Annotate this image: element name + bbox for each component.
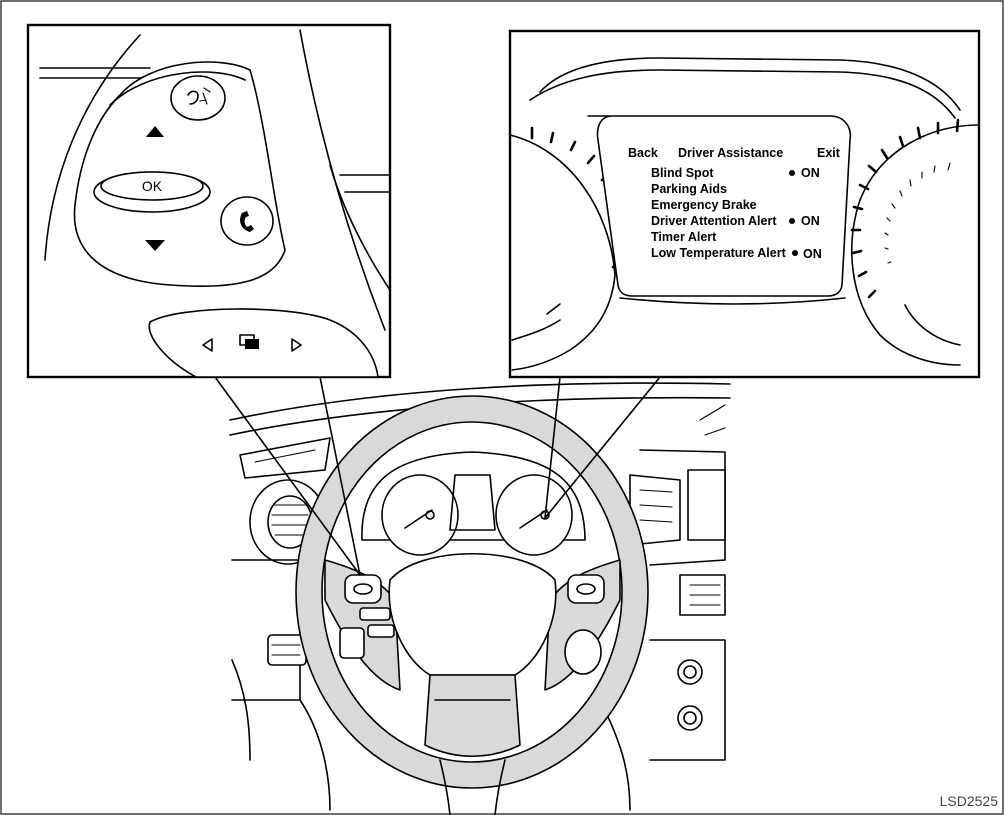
right-arrow-icon bbox=[291, 338, 302, 352]
menu-item-label: Parking Aids bbox=[651, 182, 727, 196]
menu-item-low-temperature-alert[interactable]: Low Temperature Alert ON bbox=[651, 246, 822, 261]
menu-item-emergency-brake[interactable]: Emergency Brake bbox=[651, 198, 757, 212]
figure-code: LSD2525 bbox=[940, 793, 999, 809]
dashboard-drawing bbox=[229, 382, 731, 815]
menu-item-label: Driver Attention Alert bbox=[651, 214, 777, 228]
lower-switch-bar bbox=[148, 308, 379, 378]
ok-button[interactable]: OK bbox=[93, 171, 211, 213]
right-arrow-button[interactable] bbox=[291, 338, 302, 352]
status-dot bbox=[789, 170, 795, 176]
menu-item-status: ON bbox=[801, 214, 820, 228]
display-title: Driver Assistance bbox=[678, 146, 783, 160]
menu-item-label: Low Temperature Alert bbox=[651, 246, 787, 260]
menu-item-status: ON bbox=[801, 166, 820, 180]
voice-command-button[interactable] bbox=[170, 75, 226, 121]
phone-icon bbox=[240, 211, 254, 232]
up-arrow-icon bbox=[146, 126, 164, 137]
phone-button[interactable] bbox=[220, 196, 274, 246]
menu-item-blind-spot[interactable]: Blind Spot ON bbox=[651, 166, 820, 180]
menu-item-label: Blind Spot bbox=[651, 166, 714, 180]
menu-item-status: ON bbox=[803, 247, 822, 261]
callout-lines bbox=[214, 376, 661, 576]
voice-command-icon bbox=[187, 90, 199, 105]
left-arrow-button[interactable] bbox=[202, 338, 213, 352]
display-mode-button[interactable] bbox=[239, 334, 259, 349]
menu-item-timer-alert[interactable]: Timer Alert bbox=[651, 230, 717, 244]
driver-assistance-display: Back Driver Assistance Exit Blind Spot O… bbox=[628, 146, 841, 261]
status-dot bbox=[789, 218, 795, 224]
back-menu-item[interactable]: Back bbox=[628, 146, 658, 160]
down-arrow-icon bbox=[145, 240, 165, 251]
left-arrow-icon bbox=[202, 338, 213, 352]
cluster-callout bbox=[508, 29, 981, 379]
menu-item-label: Emergency Brake bbox=[651, 198, 757, 212]
menu-item-driver-attention-alert[interactable]: Driver Attention Alert ON bbox=[651, 214, 820, 228]
display-mode-icon bbox=[239, 334, 259, 349]
status-dot bbox=[792, 250, 798, 256]
menu-item-label: Timer Alert bbox=[651, 230, 717, 244]
ok-button-label: OK bbox=[142, 178, 163, 194]
menu-item-parking-aids[interactable]: Parking Aids bbox=[651, 182, 727, 196]
exit-menu-item[interactable]: Exit bbox=[817, 146, 841, 160]
